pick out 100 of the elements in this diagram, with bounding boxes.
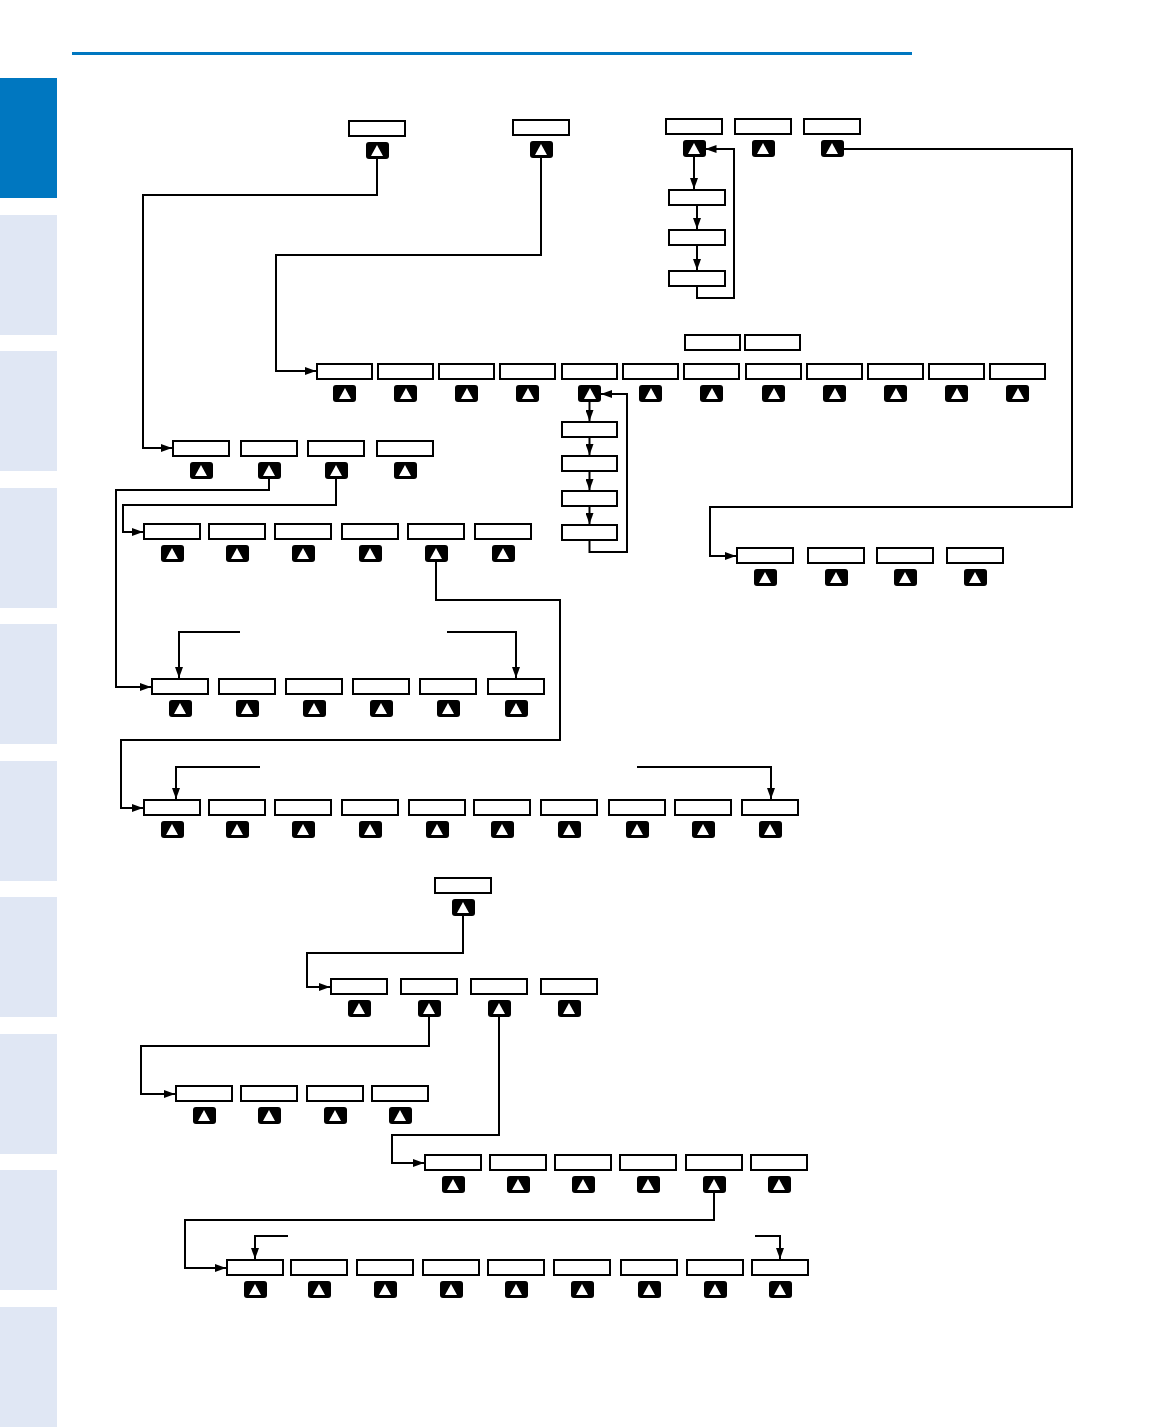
softkey-button: [369, 700, 393, 717]
softkey-button: [487, 1000, 511, 1017]
connector-arrow: [696, 145, 735, 299]
softkey-button: [243, 1281, 267, 1298]
connector-arrow: [585, 437, 594, 456]
softkey-button: [682, 140, 706, 157]
softkey-button: [307, 1281, 331, 1298]
softkey-button: [424, 545, 448, 562]
softkey-label-box: [285, 678, 343, 695]
softkey-button: [225, 821, 249, 838]
softkey-label-box: [422, 1259, 480, 1276]
softkey-label-box: [807, 547, 865, 564]
softkey-label-box: [867, 363, 924, 380]
softkey-label-box: [330, 978, 388, 995]
softkey-button: [441, 1176, 465, 1193]
softkey-label-box: [622, 363, 679, 380]
softkey-label-box: [371, 1085, 429, 1102]
softkey-label-box: [608, 799, 666, 816]
softkey-label-box: [316, 363, 373, 380]
connector-arrow: [585, 401, 594, 422]
softkey-button: [235, 700, 259, 717]
connector-arrow: [709, 148, 1073, 560]
softkey-button: [302, 700, 326, 717]
softkey-button: [753, 569, 777, 586]
softkey-button: [393, 462, 417, 479]
softkey-button: [702, 1176, 726, 1193]
connector-arrow: [184, 1192, 715, 1272]
softkey-label-box: [736, 547, 794, 564]
softkey-button: [963, 569, 987, 586]
softkey-button: [639, 385, 662, 402]
softkey-label-box: [348, 120, 406, 137]
softkey-button: [373, 1281, 397, 1298]
softkey-button: [365, 142, 389, 159]
softkey-button: [824, 569, 848, 586]
softkey-label-box: [561, 490, 618, 507]
softkey-button: [451, 899, 475, 916]
softkey-label-box: [356, 1259, 414, 1276]
softkey-button: [578, 385, 601, 402]
softkey-button: [491, 545, 515, 562]
connector-arrow: [120, 561, 561, 812]
softkey-label-box: [307, 440, 365, 457]
softkey-button: [257, 462, 281, 479]
softkey-button: [394, 385, 417, 402]
softkey-label-box: [741, 799, 799, 816]
softkey-label-box: [876, 547, 934, 564]
softkey-button: [189, 462, 213, 479]
connector-arrow: [446, 631, 520, 679]
softkey-label-box: [419, 678, 477, 695]
softkey-button: [767, 1176, 791, 1193]
softkey-button: [417, 1000, 441, 1017]
softkey-label-box: [619, 1154, 677, 1171]
softkey-button: [625, 821, 649, 838]
softkey-label-box: [226, 1259, 284, 1276]
softkey-label-box: [561, 524, 618, 541]
connector-arrow: [306, 915, 464, 991]
softkey-button: [425, 821, 449, 838]
softkey-label-box: [424, 1154, 482, 1171]
softkey-button: [160, 821, 184, 838]
softkey-label-box: [668, 270, 726, 287]
softkey-label-box: [341, 523, 399, 540]
softkey-label-box: [470, 978, 528, 995]
softkey-label-box: [561, 363, 618, 380]
softkey-button: [333, 385, 356, 402]
softkey-label-box: [499, 363, 556, 380]
connector-arrow: [251, 1235, 289, 1260]
softkey-button: [945, 385, 968, 402]
softkey-label-box: [240, 440, 298, 457]
softkey-button: [168, 700, 192, 717]
softkey-label-box: [928, 363, 985, 380]
softkey-button: [636, 1176, 660, 1193]
softkey-label-box: [341, 799, 399, 816]
softkey-button: [1006, 385, 1029, 402]
softkey-label-box: [620, 1259, 678, 1276]
softkey-button: [751, 140, 775, 157]
connector-arrow: [690, 156, 698, 190]
softkey-label-box: [561, 421, 618, 438]
softkey-label-box: [683, 363, 740, 380]
softkey-label-box: [489, 1154, 547, 1171]
softkey-label-box: [352, 678, 410, 695]
softkey-label-box: [685, 1154, 743, 1171]
softkey-button: [323, 1107, 347, 1124]
softkey-label-box: [474, 523, 532, 540]
connector-arrow: [585, 471, 594, 491]
softkey-label-box: [665, 118, 723, 135]
softkey-button: [504, 700, 528, 717]
softkey-label-box: [668, 189, 726, 206]
softkey-label-box: [686, 1259, 744, 1276]
softkey-label-box: [668, 229, 726, 246]
connector-arrow: [588, 390, 628, 553]
softkey-label-box: [734, 118, 792, 135]
softkey-label-box: [175, 1085, 233, 1102]
connector-arrow: [275, 157, 542, 375]
softkey-button: [703, 1281, 727, 1298]
softkey-label-box: [377, 363, 434, 380]
softkey-label-box: [438, 363, 495, 380]
softkey-label-box: [745, 363, 802, 380]
softkey-label-box: [487, 1259, 545, 1276]
softkey-label-box: [376, 440, 434, 457]
softkey-button: [570, 1281, 594, 1298]
softkey-label-box: [751, 1259, 809, 1276]
